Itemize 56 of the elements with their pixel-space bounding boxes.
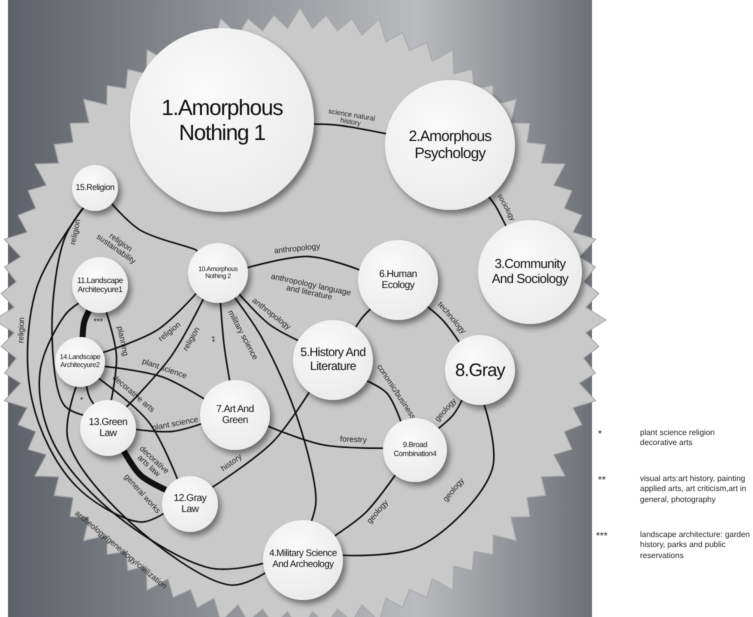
connector-line <box>38 302 264 570</box>
edge-label: plant science <box>140 358 188 381</box>
edge-label: ** <box>207 336 216 343</box>
connector-line <box>111 203 198 252</box>
connector-line <box>247 256 360 271</box>
connector-line <box>102 292 197 354</box>
footnote-text: visual arts:art history, painting applied arts, art criticism,art in general, photography <box>640 474 748 506</box>
connector-line <box>366 380 402 422</box>
topic-label: 2.Amorphous Psychology <box>408 128 492 162</box>
footnote-mark: * <box>598 428 603 441</box>
edge-label: religion <box>69 218 83 246</box>
connector-line <box>234 297 317 522</box>
edge-label: forestry <box>340 435 368 445</box>
connector-line <box>238 294 298 342</box>
topic-label: 15.Religion <box>76 183 114 193</box>
connector-line <box>314 123 386 134</box>
topic-label: 5.History And Literature <box>299 346 367 374</box>
topic-label: 4.Military Science And Archeology <box>268 549 338 571</box>
connector-line <box>26 207 164 523</box>
connector-line <box>136 423 202 432</box>
connector-line <box>268 426 384 449</box>
topic-label: 3.Community And Sociology <box>490 257 570 287</box>
edge-label: anthropology <box>274 242 321 256</box>
edge-label: religion <box>17 317 27 344</box>
connector-line <box>220 302 230 381</box>
connector-line <box>212 392 310 488</box>
connector-line <box>66 386 266 586</box>
footnote-mark: ** <box>598 474 607 487</box>
connector-line <box>104 366 204 400</box>
connector-line <box>126 298 204 408</box>
edge-label: plant science <box>152 416 200 433</box>
connector-line <box>80 309 92 338</box>
connector-line <box>342 404 495 556</box>
connector-line <box>427 306 460 342</box>
edge-label: * <box>75 396 84 402</box>
connector-line <box>51 207 84 416</box>
connector-line <box>438 400 463 429</box>
connector-line <box>355 308 372 328</box>
connector-line <box>488 196 507 226</box>
connector-line <box>121 450 168 493</box>
topic-label: 1.Amorphous Nothing 1 <box>160 94 284 146</box>
topic-label: 11.Landscape Architecyure1 <box>76 276 124 294</box>
connector-line <box>98 378 178 480</box>
topic-label: 13.Green Law <box>88 416 128 440</box>
connector-line <box>106 312 118 400</box>
edge-label: *** <box>94 318 103 326</box>
footnote-mark: *** <box>596 530 609 543</box>
connector-line <box>334 474 396 536</box>
edge-label: planning <box>115 325 130 357</box>
topic-label: 8.Gray <box>455 360 505 380</box>
connector-line <box>86 386 94 404</box>
footnote-text: plant science religion decorative arts <box>640 428 716 449</box>
topic-label: 12.Gray Law <box>172 492 208 516</box>
footnote-text: landscape architecture: garden history, parks and public reservations <box>640 530 751 562</box>
topic-label: 6.Human Ecology <box>378 268 418 292</box>
topic-label: 7.Art And Green <box>215 404 255 426</box>
